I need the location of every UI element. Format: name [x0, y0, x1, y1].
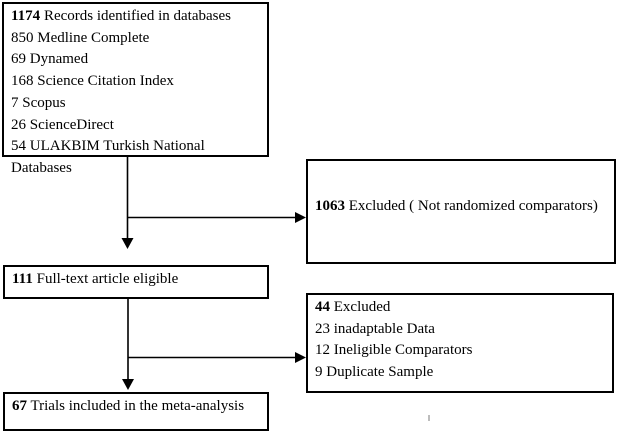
- box-included-meta-analysis: 67 Trials included in the meta-analysis: [3, 392, 269, 431]
- database-item-line: 54 ULAKBIM Turkish National Databases: [11, 136, 260, 179]
- database-item-line: 26 ScienceDirect: [11, 115, 260, 137]
- database-count: 69: [11, 51, 26, 68]
- arrow-records-to-fulltext-head: [121, 238, 134, 249]
- excluded-screening-count: 1063: [315, 198, 345, 214]
- included-line: 67 Trials included in the meta-analysis: [12, 396, 260, 418]
- database-item-line: 7 Scopus: [11, 93, 260, 115]
- fulltext-line: 111 Full-text article eligible: [12, 269, 260, 291]
- arrow-branch-to-excluded1-head: [295, 212, 306, 223]
- database-item-line: 69 Dynamed: [11, 49, 260, 71]
- database-item-line: 168 Science Citation Index: [11, 71, 260, 93]
- database-count: 7: [11, 94, 19, 111]
- arrow-fulltext-to-included-head: [122, 379, 134, 390]
- database-name: ULAKBIM Turkish National Databases: [11, 138, 205, 176]
- database-name: Science Citation Index: [37, 73, 174, 90]
- reason-text: Duplicate Sample: [326, 364, 434, 381]
- database-count: 168: [11, 73, 34, 90]
- box-fulltext-eligible: 111 Full-text article eligible: [3, 265, 269, 299]
- database-count: 850: [11, 29, 34, 46]
- records-header-line: 1174 Records identified in databases: [11, 6, 260, 28]
- box-excluded-fulltext: 44 Excluded 23 inadaptable Data 12 Ineli…: [306, 293, 614, 393]
- exclusion-reason-line: 12 Ineligible Comparators: [315, 340, 605, 362]
- reason-count: 23: [315, 320, 330, 337]
- database-name: Medline Complete: [37, 29, 150, 46]
- excluded-fulltext-text: Excluded: [333, 299, 391, 315]
- exclusion-reason-line: 9 Duplicate Sample: [315, 362, 605, 384]
- database-name: Dynamed: [29, 51, 89, 68]
- included-text: Trials included in the meta-analysis: [30, 398, 245, 414]
- arrow-branch-to-excluded2-head: [295, 352, 306, 363]
- reason-text: Ineligible Comparators: [333, 342, 473, 359]
- excluded-screening-line: 1063 Excluded ( Not randomized comparato…: [315, 196, 607, 218]
- database-name: ScienceDirect: [29, 116, 114, 133]
- excluded-fulltext-count: 44: [315, 299, 330, 315]
- box-records-identified: 1174 Records identified in databases 850…: [2, 2, 269, 176]
- included-count: 67: [12, 398, 27, 414]
- fulltext-text: Full-text article eligible: [36, 271, 179, 287]
- database-name: Scopus: [22, 94, 66, 111]
- excluded-fulltext-header-line: 44 Excluded: [315, 297, 605, 319]
- reason-count: 9: [315, 364, 323, 381]
- excluded-screening-text: Excluded ( Not randomized comparators): [348, 198, 598, 214]
- fulltext-count: 111: [12, 271, 33, 287]
- database-item-line: 850 Medline Complete: [11, 28, 260, 50]
- records-header-text: Records identified in databases: [43, 8, 231, 24]
- box-excluded-not-randomized: 1063 Excluded ( Not randomized comparato…: [306, 159, 616, 264]
- scan-artifact-mark: [428, 415, 430, 421]
- reason-text: inadaptable Data: [333, 320, 435, 337]
- records-count: 1174: [11, 8, 41, 24]
- database-count: 54: [11, 138, 26, 155]
- reason-count: 12: [315, 342, 330, 359]
- exclusion-reason-line: 23 inadaptable Data: [315, 319, 605, 341]
- database-count: 26: [11, 116, 26, 133]
